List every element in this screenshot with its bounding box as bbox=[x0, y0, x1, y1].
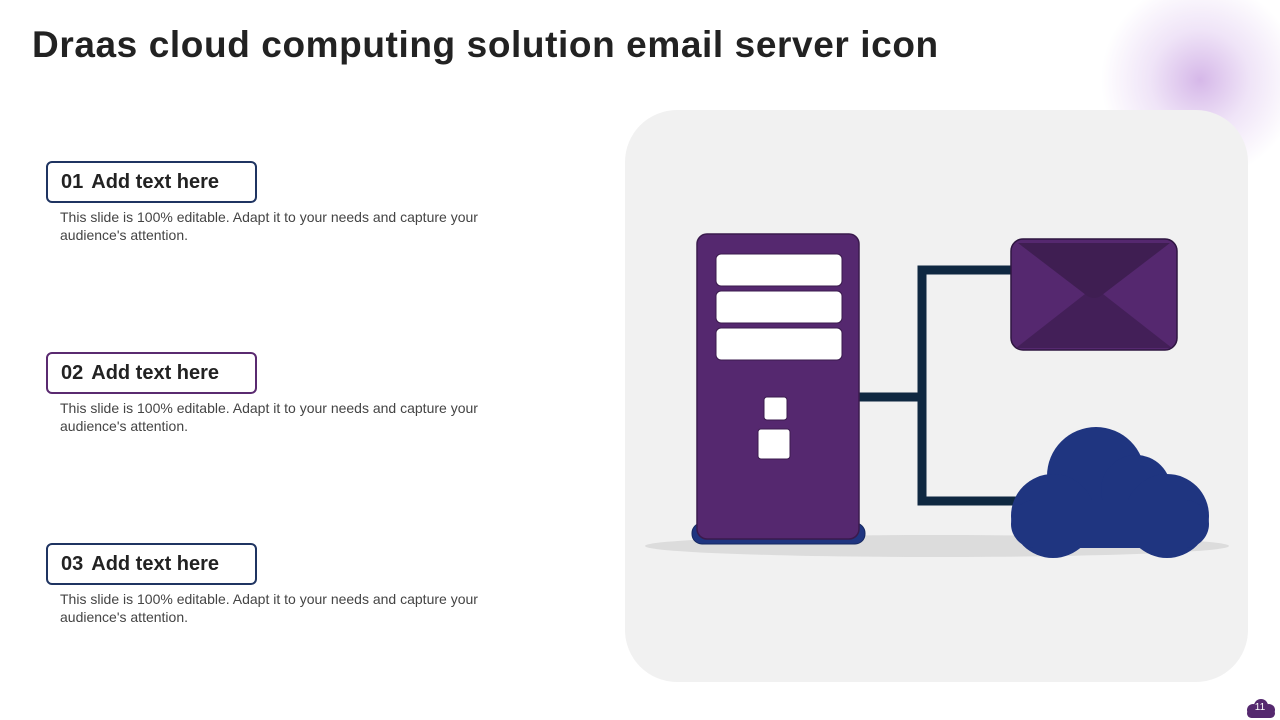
item-description[interactable]: This slide is 100% editable. Adapt it to… bbox=[60, 591, 478, 625]
cloud-icon bbox=[1011, 427, 1209, 558]
text-item-2: 02 Add text here This slide is 100% edit… bbox=[46, 352, 516, 435]
item-description[interactable]: This slide is 100% editable. Adapt it to… bbox=[60, 400, 478, 434]
item-heading: Add text here bbox=[91, 170, 220, 193]
text-item-3: 03 Add text here This slide is 100% edit… bbox=[46, 543, 516, 626]
item-label-box[interactable]: 03 Add text here bbox=[46, 543, 257, 585]
email-envelope-icon bbox=[1010, 238, 1178, 351]
text-item-1: 01 Add text here This slide is 100% edit… bbox=[46, 161, 516, 244]
item-number: 02 bbox=[61, 361, 84, 384]
item-description[interactable]: This slide is 100% editable. Adapt it to… bbox=[60, 209, 478, 243]
item-number: 03 bbox=[61, 552, 84, 575]
slide-title: Draas cloud computing solution email ser… bbox=[32, 24, 939, 65]
item-label-box[interactable]: 01 Add text here bbox=[46, 161, 257, 203]
network-connector-lines bbox=[859, 265, 1020, 506]
server-tower-icon bbox=[691, 233, 866, 545]
cloud-page-badge-icon bbox=[1247, 699, 1275, 718]
item-label-box[interactable]: 02 Add text here bbox=[46, 352, 257, 394]
item-number: 01 bbox=[61, 170, 84, 193]
page-number: 11 bbox=[1254, 702, 1266, 713]
item-heading: Add text here bbox=[91, 552, 220, 575]
item-heading: Add text here bbox=[91, 361, 220, 384]
